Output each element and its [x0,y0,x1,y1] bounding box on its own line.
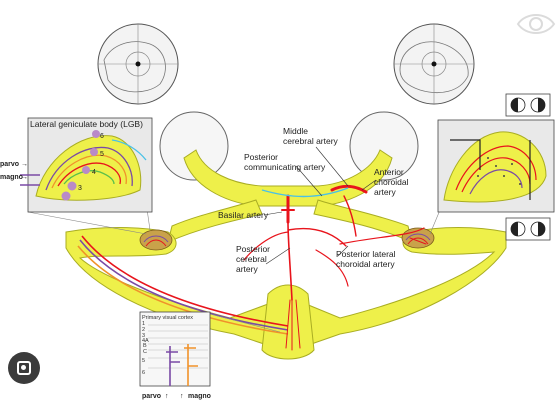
cortex-layer-2: 2 [142,327,145,333]
visual-cortex-inset: Primary visual cortex 1 2 3 4A B C 5 6 p… [139,311,281,400]
label-anterior-choroidal-1: Anterior [374,167,404,177]
cortex-parvo: parvo [142,393,161,400]
lgb-layer-3: 3 [78,185,82,192]
cortex-layer-4a: 4A [142,338,149,344]
eye-watermark-icon [516,14,556,34]
cortex-layer-1: 1 [142,321,145,327]
right-eyeball [349,111,419,181]
label-anterior-choroidal-2: choroidal [374,177,409,187]
lgb-input-magno: magno [0,174,23,181]
label-basilar-artery: Basilar artery [218,210,269,220]
label-anterior-choroidal-3: artery [374,187,396,197]
label-middle-cerebral-1: Middle [283,126,308,136]
google-lens-icon[interactable] [8,352,40,384]
label-pca-2: cerebral [236,254,267,264]
label-pca-1: Posterior [236,244,270,254]
right-inset [429,93,555,241]
cortex-magno: magno [188,393,211,400]
cortex-layer-6: 6 [142,370,145,376]
hemifield-icon [510,221,546,237]
label-middle-cerebral-2: cerebral artery [283,136,339,146]
arrow-up-parvo-icon: ↑ [165,393,169,400]
cortex-layer-3: 3 [142,333,145,339]
cortex-title: Primary visual cortex [142,315,193,321]
lgb-layer-5: 5 [100,151,104,158]
label-plca-1: Posterior lateral [336,249,396,259]
label-pca-3: artery [236,264,258,274]
left-visual-field [97,23,179,105]
pcomm-cyan-line [261,187,349,198]
hemifield-icon [510,97,546,113]
arrow-magno-icon: → [21,174,28,181]
label-pcomm-1: Posterior [244,152,278,162]
cortex-layer-4c: C [143,349,147,355]
label-pcomm-2: communicating artery [244,162,326,172]
lgb-inset: Lateral geniculate body (LGB) 6 5 4 3 pa… [0,117,153,235]
lgb-input-parvo: parvo [0,161,19,168]
lgb-layer-6: 6 [100,133,104,140]
left-lgb-nucleus [139,229,173,251]
left-eyeball [159,111,229,181]
right-visual-field [393,23,475,105]
lgb-title: Lateral geniculate body (LGB) [30,119,143,129]
label-plca-2: choroidal artery [336,259,395,269]
callout-lines [263,146,377,265]
arrow-up-magno-icon: ↑ [180,393,184,400]
arrow-parvo-icon: → [21,161,28,168]
cortex-layer-4b: B [143,343,147,349]
cortex-layer-5: 5 [142,358,145,364]
lgb-layer-4: 4 [92,169,96,176]
arteries [243,184,427,351]
optic-radiation [77,235,289,335]
